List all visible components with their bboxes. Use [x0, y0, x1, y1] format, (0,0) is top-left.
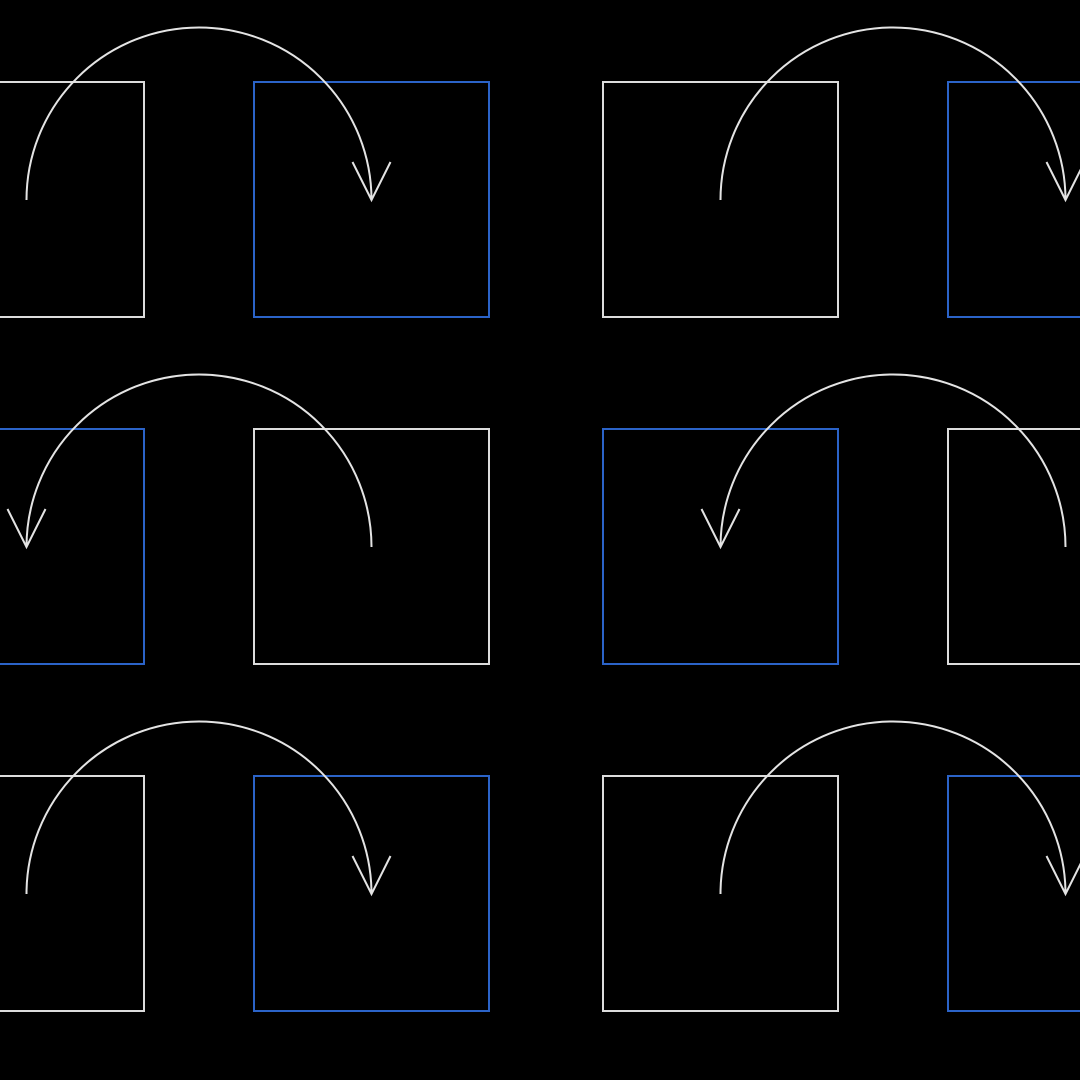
swap-arc	[25, 373, 373, 548]
square-blue	[947, 81, 1080, 318]
arrowhead-icon	[6, 508, 47, 550]
square-blue	[253, 775, 490, 1012]
arrowhead-icon	[351, 855, 392, 897]
arrowhead-icon	[1045, 161, 1080, 203]
square-blue	[0, 428, 145, 665]
row-3	[0, 720, 1080, 1012]
square-white	[253, 428, 490, 665]
tile-pair	[602, 720, 1080, 1012]
arrowhead-icon	[1045, 855, 1080, 897]
tile-grid	[0, 26, 1080, 1012]
tile-pair	[0, 26, 490, 318]
swap-arc	[719, 26, 1067, 201]
square-white	[602, 81, 839, 318]
square-white	[0, 775, 145, 1012]
square-white	[947, 428, 1080, 665]
arrowhead-icon	[351, 161, 392, 203]
swap-arc	[25, 720, 373, 895]
tile-pair	[602, 373, 1080, 665]
square-blue	[253, 81, 490, 318]
swap-arc	[719, 720, 1067, 895]
row-2	[0, 373, 1080, 665]
square-white	[0, 81, 145, 318]
square-blue	[602, 428, 839, 665]
square-blue	[947, 775, 1080, 1012]
swap-arc	[719, 373, 1067, 548]
arrowhead-icon	[700, 508, 741, 550]
tile-pair	[0, 720, 490, 1012]
tile-pair	[602, 26, 1080, 318]
square-white	[602, 775, 839, 1012]
swap-arc	[25, 26, 373, 201]
tile-pair	[0, 373, 490, 665]
row-1	[0, 26, 1080, 318]
